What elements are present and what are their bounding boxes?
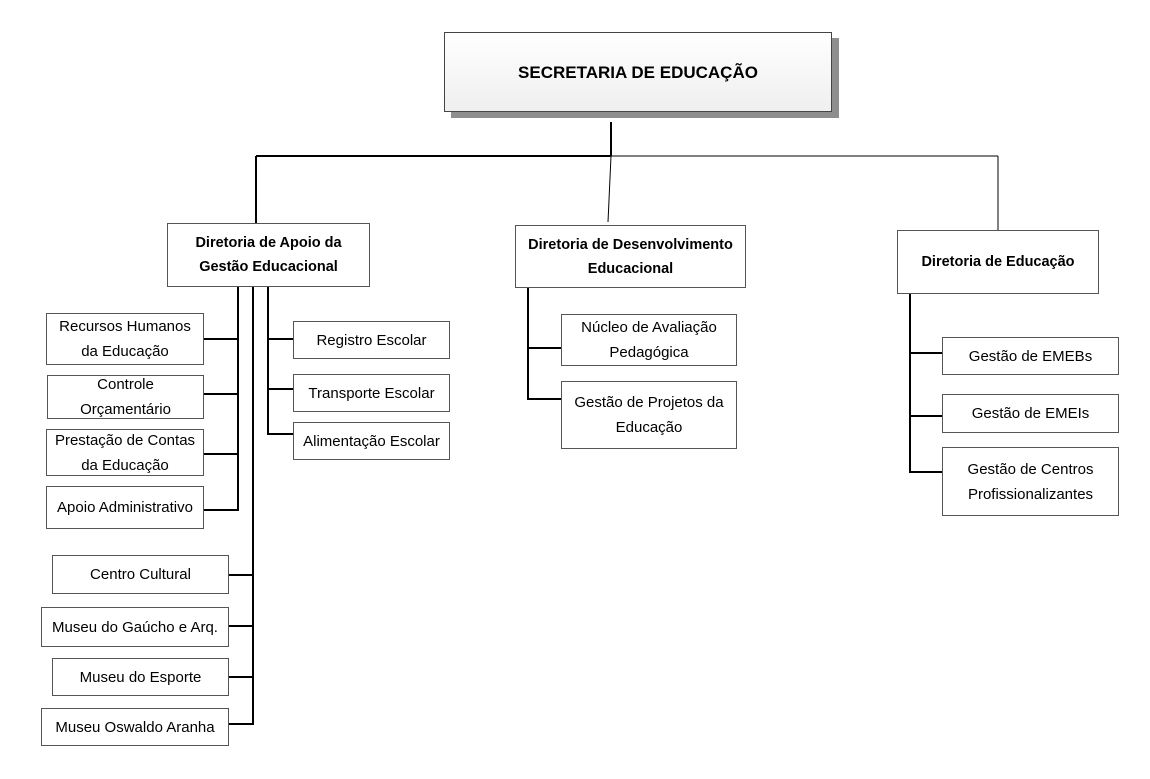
unit-gestao-emebs: Gestão de EMEBs [942, 337, 1119, 375]
unit-label: Museu do Esporte [79, 668, 202, 686]
diretoria-apoio-box: Diretoria de Apoio da Gestão Educacional [167, 223, 370, 287]
unit-label: Controle Orçamentário [80, 376, 171, 418]
unit-label: Registro Escolar [316, 331, 427, 349]
unit-recursos-humanos: Recursos Humanos da Educação [46, 313, 204, 365]
unit-label: Gestão de EMEBs [968, 347, 1093, 365]
unit-museu-oswaldo: Museu Oswaldo Aranha [41, 708, 229, 746]
unit-registro-escolar: Registro Escolar [293, 321, 450, 359]
unit-label: Apoio Administrativo [57, 499, 193, 516]
diretoria-desenvolvimento-box: Diretoria de Desenvolvimento Educacional [515, 225, 746, 288]
unit-label: Museu Oswaldo Aranha [55, 718, 215, 736]
unit-museu-esporte: Museu do Esporte [52, 658, 229, 696]
unit-prestacao-contas: Prestação de Contas da Educação [46, 429, 204, 476]
unit-label: Gestão de Centros Profissionalizantes [967, 460, 1094, 503]
diretoria-desenvolvimento-title: Diretoria de Desenvolvimento Educacional [528, 236, 733, 277]
unit-gestao-projetos: Gestão de Projetos da Educação [561, 381, 737, 449]
unit-label: Prestação de Contas da Educação [54, 431, 196, 474]
secretaria-root-box: SECRETARIA DE EDUCAÇÃO [444, 32, 832, 112]
unit-gestao-centros: Gestão de Centros Profissionalizantes [942, 447, 1119, 516]
unit-museu-gaucho: Museu do Gaúcho e Arq. [41, 607, 229, 647]
unit-label: Alimentação Escolar [303, 432, 440, 450]
unit-label: Transporte Escolar [308, 384, 435, 402]
unit-nucleo-avaliacao: Núcleo de Avaliação Pedagógica [561, 314, 737, 366]
unit-label: Recursos Humanos da Educação [59, 318, 191, 360]
diretoria-educacao-title: Diretoria de Educação [921, 253, 1075, 270]
diretoria-educacao-box: Diretoria de Educação [897, 230, 1099, 294]
unit-label: Gestão de EMEIs [971, 405, 1090, 422]
unit-label: Centro Cultural [90, 566, 191, 583]
unit-controle-orcamentario: Controle Orçamentário [47, 375, 204, 419]
unit-transporte-escolar: Transporte Escolar [293, 374, 450, 412]
unit-gestao-emeis: Gestão de EMEIs [942, 394, 1119, 433]
unit-centro-cultural: Centro Cultural [52, 555, 229, 594]
unit-alimentacao-escolar: Alimentação Escolar [293, 422, 450, 460]
diretoria-apoio-title: Diretoria de Apoio da Gestão Educacional [195, 235, 342, 275]
root-title: SECRETARIA DE EDUCAÇÃO [518, 62, 758, 82]
unit-label: Núcleo de Avaliação Pedagógica [581, 319, 717, 361]
unit-label: Museu do Gaúcho e Arq. [52, 618, 218, 636]
unit-apoio-administrativo: Apoio Administrativo [46, 486, 204, 529]
unit-label: Gestão de Projetos da Educação [574, 394, 724, 436]
